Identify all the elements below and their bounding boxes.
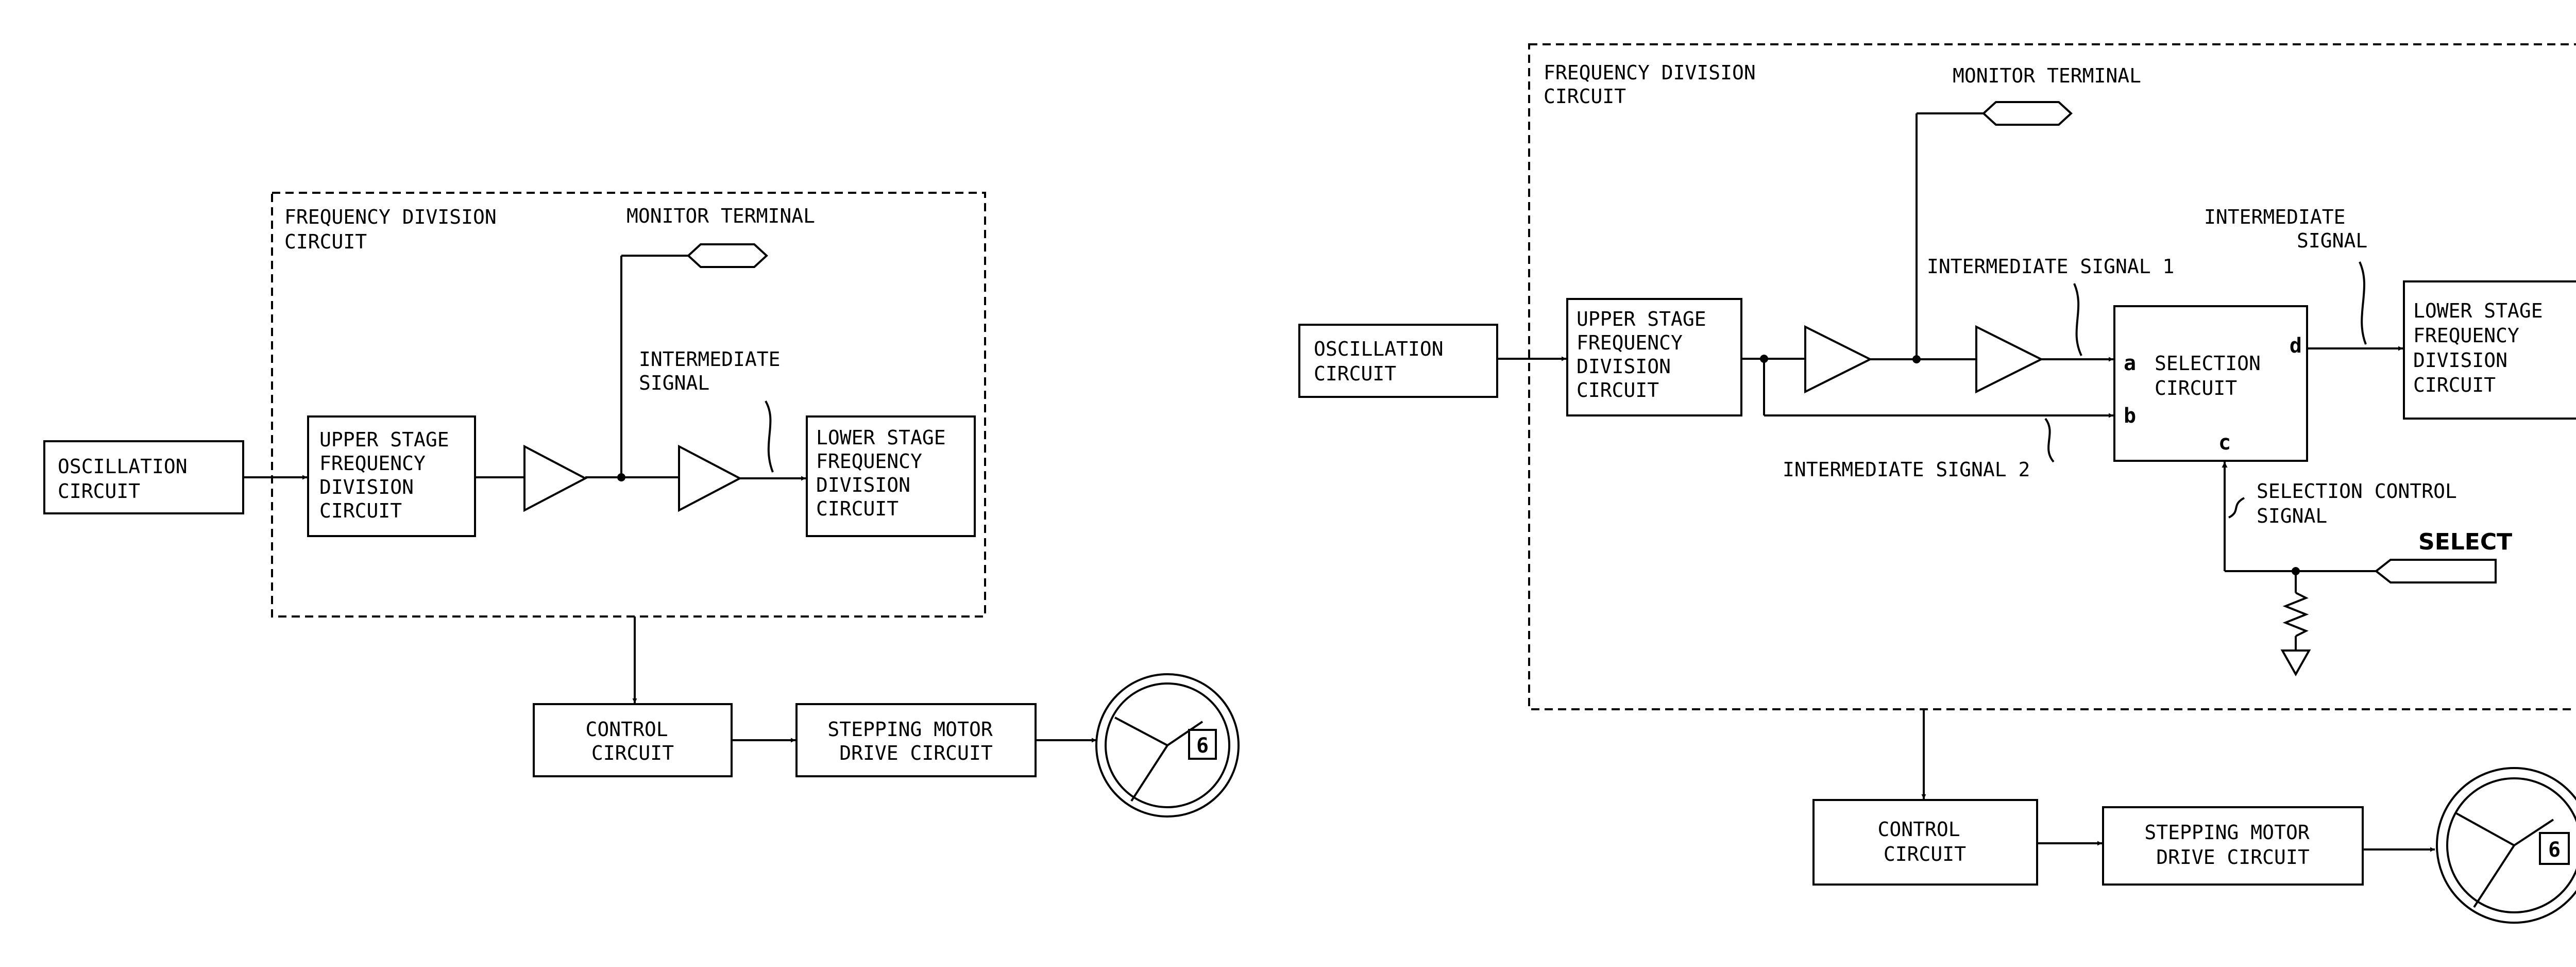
right-control-circuit-box — [1814, 800, 2037, 885]
right-port-c: c — [2218, 431, 2231, 455]
left-watch-icon: 6 — [1096, 674, 1239, 816]
left-frequency-division-label: FREQUENCY DIVISION CIRCUIT — [284, 206, 509, 253]
right-selection-control-leader — [2229, 498, 2244, 518]
right-select-terminal — [2376, 560, 2496, 582]
left-monitor-terminal — [688, 244, 767, 267]
right-intermediate-signal-2-label: INTERMEDIATE SIGNAL 2 — [1783, 458, 2030, 481]
left-intermediate-signal-label: INTERMEDIATE SIGNAL — [639, 348, 792, 394]
left-buffer-2 — [679, 446, 740, 510]
right-port-d: d — [2290, 334, 2302, 358]
right-buffer-1 — [1805, 327, 1870, 392]
right-intermediate-signal-1-label: INTERMEDIATE SIGNAL 1 — [1927, 255, 2174, 278]
right-monitor-terminal — [1984, 102, 2071, 125]
right-buffer-2 — [1976, 327, 2041, 392]
right-intermediate-signal-2-leader — [2045, 419, 2054, 462]
right-watch-icon: 6 — [2437, 768, 2576, 923]
left-intermediate-signal-leader — [766, 401, 773, 472]
right-select-terminal-label: SELECT — [2418, 529, 2512, 555]
right-oscillation-circuit-box — [1299, 325, 1497, 397]
right-intermediate-signal-label: INTERMEDIATE SIGNAL — [2204, 206, 2367, 252]
left-figure: FREQUENCY DIVISION CIRCUIT MONITOR TERMI… — [44, 193, 1239, 816]
right-ground-icon — [2282, 651, 2309, 674]
left-watch-date: 6 — [1196, 734, 1209, 758]
right-pulldown-resistor-icon — [2285, 571, 2306, 649]
left-buffer-1 — [524, 446, 585, 510]
right-figure: FREQUENCY DIVISION CIRCUIT MONITOR TERMI… — [1299, 44, 2576, 923]
right-selection-control-signal-label: SELECTION CONTROL SIGNAL — [2257, 480, 2469, 527]
right-monitor-terminal-label: MONITOR TERMINAL — [1953, 64, 2141, 87]
right-frequency-division-label: FREQUENCY DIVISION CIRCUIT — [1544, 61, 1768, 108]
right-port-a: a — [2124, 352, 2136, 375]
right-intermediate-signal-1-leader — [2074, 284, 2081, 356]
left-monitor-terminal-label: MONITOR TERMINAL — [626, 205, 815, 227]
right-watch-date: 6 — [2548, 838, 2561, 862]
right-intermediate-signal-leader — [2360, 262, 2366, 344]
right-port-b: b — [2124, 404, 2136, 428]
